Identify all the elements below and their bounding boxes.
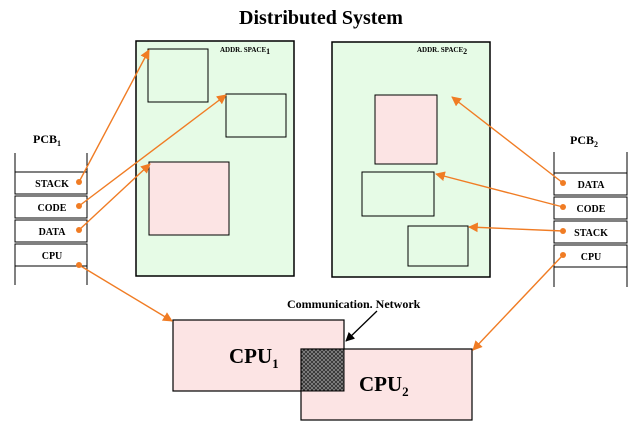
pcb-1-label-code: CODE: [38, 203, 67, 214]
pcb-1-label-stack: STACK: [35, 179, 69, 190]
pcb-2-title: PCB2: [570, 133, 598, 149]
cpu-group: CPU1 CPU2: [172, 319, 473, 421]
pcb-2-label-stack: STACK: [574, 228, 608, 239]
addr1-segment-data: [148, 161, 230, 236]
arrow-pcb2-code: [435, 171, 564, 208]
dot-pcb2-stack: [560, 228, 566, 234]
arrow-pcb2-stack: [468, 222, 564, 233]
arrow-pcb2-data: [451, 96, 564, 184]
network-pointer-arrow: [345, 310, 378, 342]
cpu-2-label: CPU2: [359, 372, 409, 399]
pcb-1-label-data: DATA: [39, 227, 67, 238]
address-space-2: ADDR. SPACE2: [331, 41, 491, 278]
addr2-segment-code: [361, 171, 435, 217]
pcb-1-cell-stack: [14, 171, 88, 195]
pcb-2-arrow-dots: [560, 180, 566, 258]
dot-pcb2-data: [560, 180, 566, 186]
pcb-1-title: PCB1: [33, 132, 61, 148]
arrow-pcb1-stack: [78, 49, 150, 183]
diagram-title: Distributed System: [239, 7, 403, 29]
arrow-pcb2-cpu: [472, 254, 564, 351]
pcb-2-cell-cpu: [553, 244, 628, 268]
arrow-pcb1-cpu: [78, 264, 173, 322]
dot-pcb2-cpu: [560, 252, 566, 258]
dot-pcb1-code: [76, 203, 82, 209]
dot-pcb1-data: [76, 227, 82, 233]
address-space-2-label: ADDR. SPACE2: [417, 46, 467, 56]
communication-network-label: Communication. Network: [287, 297, 421, 311]
addr2-segment-data: [374, 94, 438, 165]
pcb-2-label-cpu: CPU: [581, 252, 602, 263]
dot-pcb1-cpu: [76, 262, 82, 268]
pcb-1-arrow-dots: [76, 179, 82, 268]
pcb-2: PCB2 DATA CODE STACK CPU: [553, 133, 628, 287]
pcb-2-cell-stack: [553, 220, 628, 244]
arrow-pcb1-data: [78, 163, 151, 231]
pcb-1-label-cpu: CPU: [42, 251, 63, 262]
pcb-2-arrows: [435, 96, 564, 351]
addr1-segment-stack: [147, 48, 209, 103]
pcb-1-cell-code: [14, 195, 88, 219]
address-space-1-label: ADDR. SPACE1: [220, 46, 270, 56]
addr2-segment-stack: [407, 225, 469, 267]
address-space-1: ADDR. SPACE1: [135, 40, 295, 277]
pcb-1-cell-data: [14, 219, 88, 243]
pcb-2-cell-code: [553, 196, 628, 220]
pcb-2-label-data: DATA: [578, 180, 606, 191]
pcb-1-arrows: [78, 49, 227, 322]
pcb-1: PCB1 STACK CODE DATA CPU: [14, 132, 88, 285]
cpu-1-label: CPU1: [229, 344, 279, 371]
arrow-pcb1-code: [78, 94, 227, 207]
addr1-segment-code: [225, 93, 287, 138]
dot-pcb1-stack: [76, 179, 82, 185]
dot-pcb2-code: [560, 204, 566, 210]
pcb-2-cell-data: [553, 172, 628, 196]
pcb-2-label-code: CODE: [577, 204, 606, 215]
communication-network-overlap: [300, 348, 345, 392]
pcb-1-cell-cpu: [14, 243, 88, 267]
